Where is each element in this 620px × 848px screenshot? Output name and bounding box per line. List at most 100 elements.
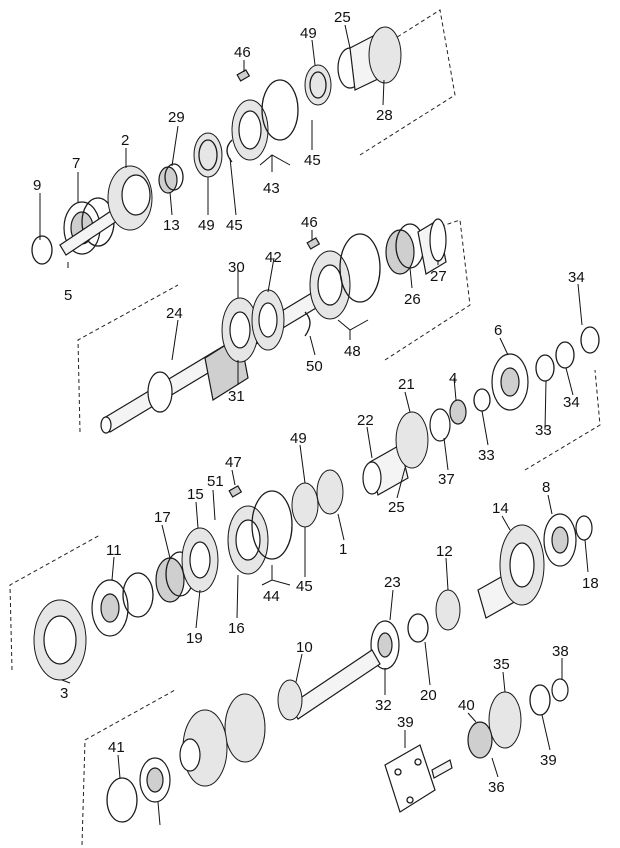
group-frame-counter bbox=[524, 369, 601, 471]
callout: 36 bbox=[488, 779, 505, 796]
callout: 51 bbox=[207, 473, 224, 490]
callout: 16 bbox=[228, 620, 245, 637]
synchro-ring-49 bbox=[193, 132, 223, 178]
callout: 18 bbox=[582, 575, 599, 592]
nut-19 bbox=[575, 515, 593, 541]
callout: 45 bbox=[296, 578, 313, 595]
callout: 15 bbox=[187, 486, 204, 503]
gear-15-16 bbox=[181, 527, 219, 593]
callout: 33 bbox=[478, 447, 495, 464]
callout: 6 bbox=[494, 322, 502, 339]
callout: 45 bbox=[226, 217, 243, 234]
callout: 38 bbox=[552, 643, 569, 660]
collar-27 bbox=[417, 218, 447, 275]
callout: 49 bbox=[290, 430, 307, 447]
synchro-ring-49-top bbox=[304, 64, 332, 106]
counter-gear-14 bbox=[477, 524, 545, 619]
callout: 22 bbox=[357, 412, 374, 429]
callout: 49 bbox=[198, 217, 215, 234]
callout: 41 bbox=[108, 739, 125, 756]
callout: 46 bbox=[234, 44, 251, 61]
bearing-8 bbox=[543, 513, 577, 567]
needle-bearing-26 bbox=[385, 223, 425, 275]
synchro-rings-49-1 bbox=[291, 469, 344, 528]
callout: 14 bbox=[492, 500, 509, 517]
reverse-idler-38 bbox=[467, 678, 569, 759]
callout: 43 bbox=[263, 180, 280, 197]
callout: 26 bbox=[404, 291, 421, 308]
input-shaft-gear-2 bbox=[59, 165, 153, 256]
clip-50 bbox=[304, 311, 311, 337]
gear-23 bbox=[33, 599, 87, 681]
bracket-41 bbox=[384, 744, 453, 813]
callout: 40 bbox=[458, 697, 475, 714]
callout: 5 bbox=[64, 287, 72, 304]
synchro-hub-43 bbox=[231, 79, 299, 161]
callout: 28 bbox=[376, 107, 393, 124]
leader-lines bbox=[39, 24, 589, 826]
callout: 9 bbox=[33, 177, 41, 194]
callout: 42 bbox=[265, 249, 282, 266]
snap-rings-33-34 bbox=[473, 326, 600, 412]
callout: 1 bbox=[339, 541, 347, 558]
reverse-gear-18 bbox=[435, 589, 461, 631]
callout: 3 bbox=[60, 685, 68, 702]
callout-labels: 9 7 2 29 46 49 25 28 13 49 45 43 45 5 46… bbox=[33, 9, 599, 796]
gear-25-28 bbox=[337, 26, 402, 91]
callout: 19 bbox=[186, 630, 203, 647]
callout: 33 bbox=[535, 422, 552, 439]
callout: 23 bbox=[384, 574, 401, 591]
key-46-mid bbox=[306, 237, 321, 250]
needle-bearing-13 bbox=[158, 163, 184, 194]
callout: 17 bbox=[154, 509, 171, 526]
key-46-top bbox=[236, 69, 251, 82]
synchro-hub-48 bbox=[309, 233, 381, 320]
callout: 4 bbox=[449, 370, 457, 387]
callout: 45 bbox=[304, 152, 321, 169]
callout: 7 bbox=[72, 155, 80, 172]
callout: 10 bbox=[296, 639, 313, 656]
callout: 49 bbox=[300, 25, 317, 42]
bearing-11 bbox=[91, 572, 154, 637]
callout: 47 bbox=[225, 454, 242, 471]
group-frame-left bbox=[9, 534, 101, 671]
seal-36-washer-35 bbox=[106, 757, 171, 823]
callout: 37 bbox=[438, 471, 455, 488]
callout: 8 bbox=[542, 479, 550, 496]
callout: 25 bbox=[388, 499, 405, 516]
synchro-hub-44 bbox=[227, 490, 293, 575]
callout: 44 bbox=[263, 588, 280, 605]
snap-ring-9 bbox=[31, 235, 53, 265]
key-47 bbox=[228, 485, 243, 498]
callout: 31 bbox=[228, 388, 245, 405]
callout: 48 bbox=[344, 343, 361, 360]
callout: 32 bbox=[375, 697, 392, 714]
gear-42 bbox=[251, 289, 285, 351]
callout: 29 bbox=[168, 109, 185, 126]
callout: 20 bbox=[420, 687, 437, 704]
callout: 13 bbox=[163, 217, 180, 234]
callout: 50 bbox=[306, 358, 323, 375]
callout: 39 bbox=[540, 752, 557, 769]
gear-21-assembly bbox=[362, 399, 467, 496]
callout: 24 bbox=[166, 305, 183, 322]
callout: 11 bbox=[106, 542, 122, 559]
group-frame-main-shaft bbox=[77, 219, 471, 433]
callout: 39 bbox=[397, 714, 414, 731]
callout: 34 bbox=[563, 394, 580, 411]
group-frame-bottom bbox=[81, 689, 176, 846]
clip-45-top bbox=[226, 139, 233, 163]
callout: 25 bbox=[334, 9, 351, 26]
callout: 21 bbox=[398, 376, 415, 393]
callout: 30 bbox=[228, 259, 245, 276]
callout: 2 bbox=[121, 132, 129, 149]
callout: 27 bbox=[430, 268, 447, 285]
bearing-12-washer-32 bbox=[370, 613, 429, 670]
callout: 34 bbox=[568, 269, 585, 286]
callout: 12 bbox=[436, 543, 453, 560]
countershaft-3 bbox=[179, 649, 381, 787]
callout: 46 bbox=[301, 214, 318, 231]
bearing-6 bbox=[491, 353, 529, 411]
callout: 35 bbox=[493, 656, 510, 673]
